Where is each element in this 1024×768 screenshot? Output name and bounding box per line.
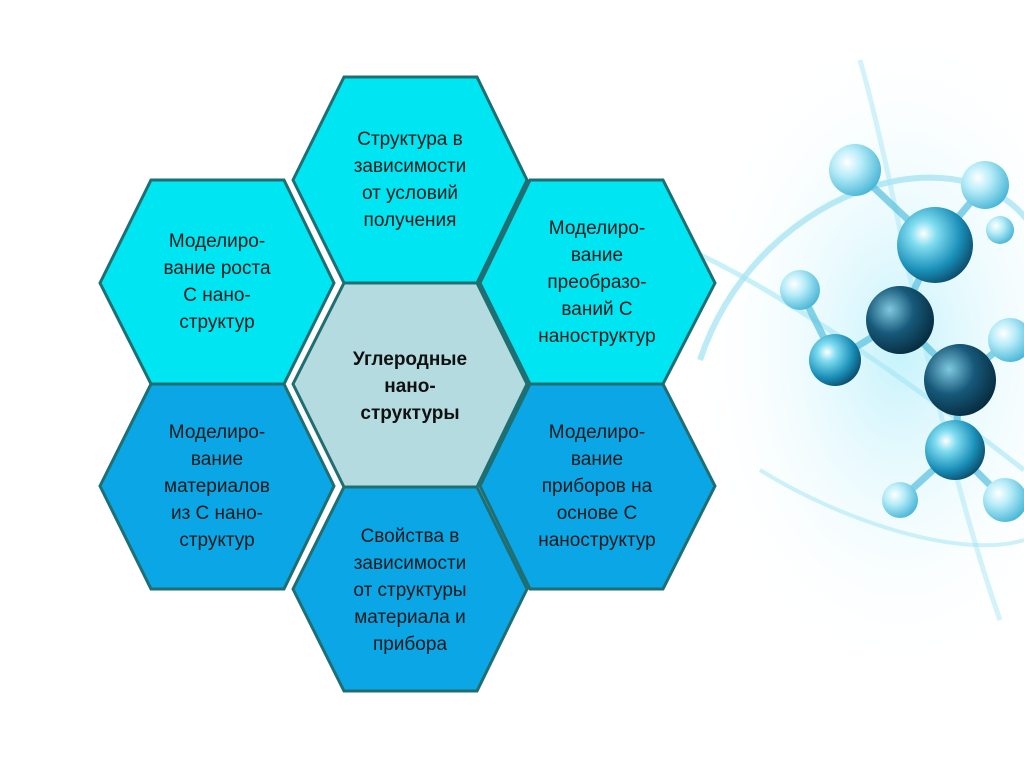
hex-lower-right (478, 382, 717, 591)
hex-lower-right-label: Моделиро- вание приборов на основе С нан… (538, 421, 656, 551)
hex-upper-right-label: Моделиро- вание преобразо- ваний С нанос… (538, 217, 656, 347)
hex-lower-left-label: Моделиро- вание материалов из С нано- ст… (164, 421, 270, 551)
hex-center-label: Углеродные нано- структуры (352, 348, 468, 424)
hex-center (291, 281, 529, 489)
hex-bottom-label: Свойства в зависимости от структуры мате… (353, 525, 467, 655)
hex-lower-left (98, 382, 336, 591)
hex-upper-left-label: Моделиро- вание роста С нано- структур (163, 231, 271, 333)
hex-top-label: Структура в зависимости от условий получ… (353, 129, 467, 231)
